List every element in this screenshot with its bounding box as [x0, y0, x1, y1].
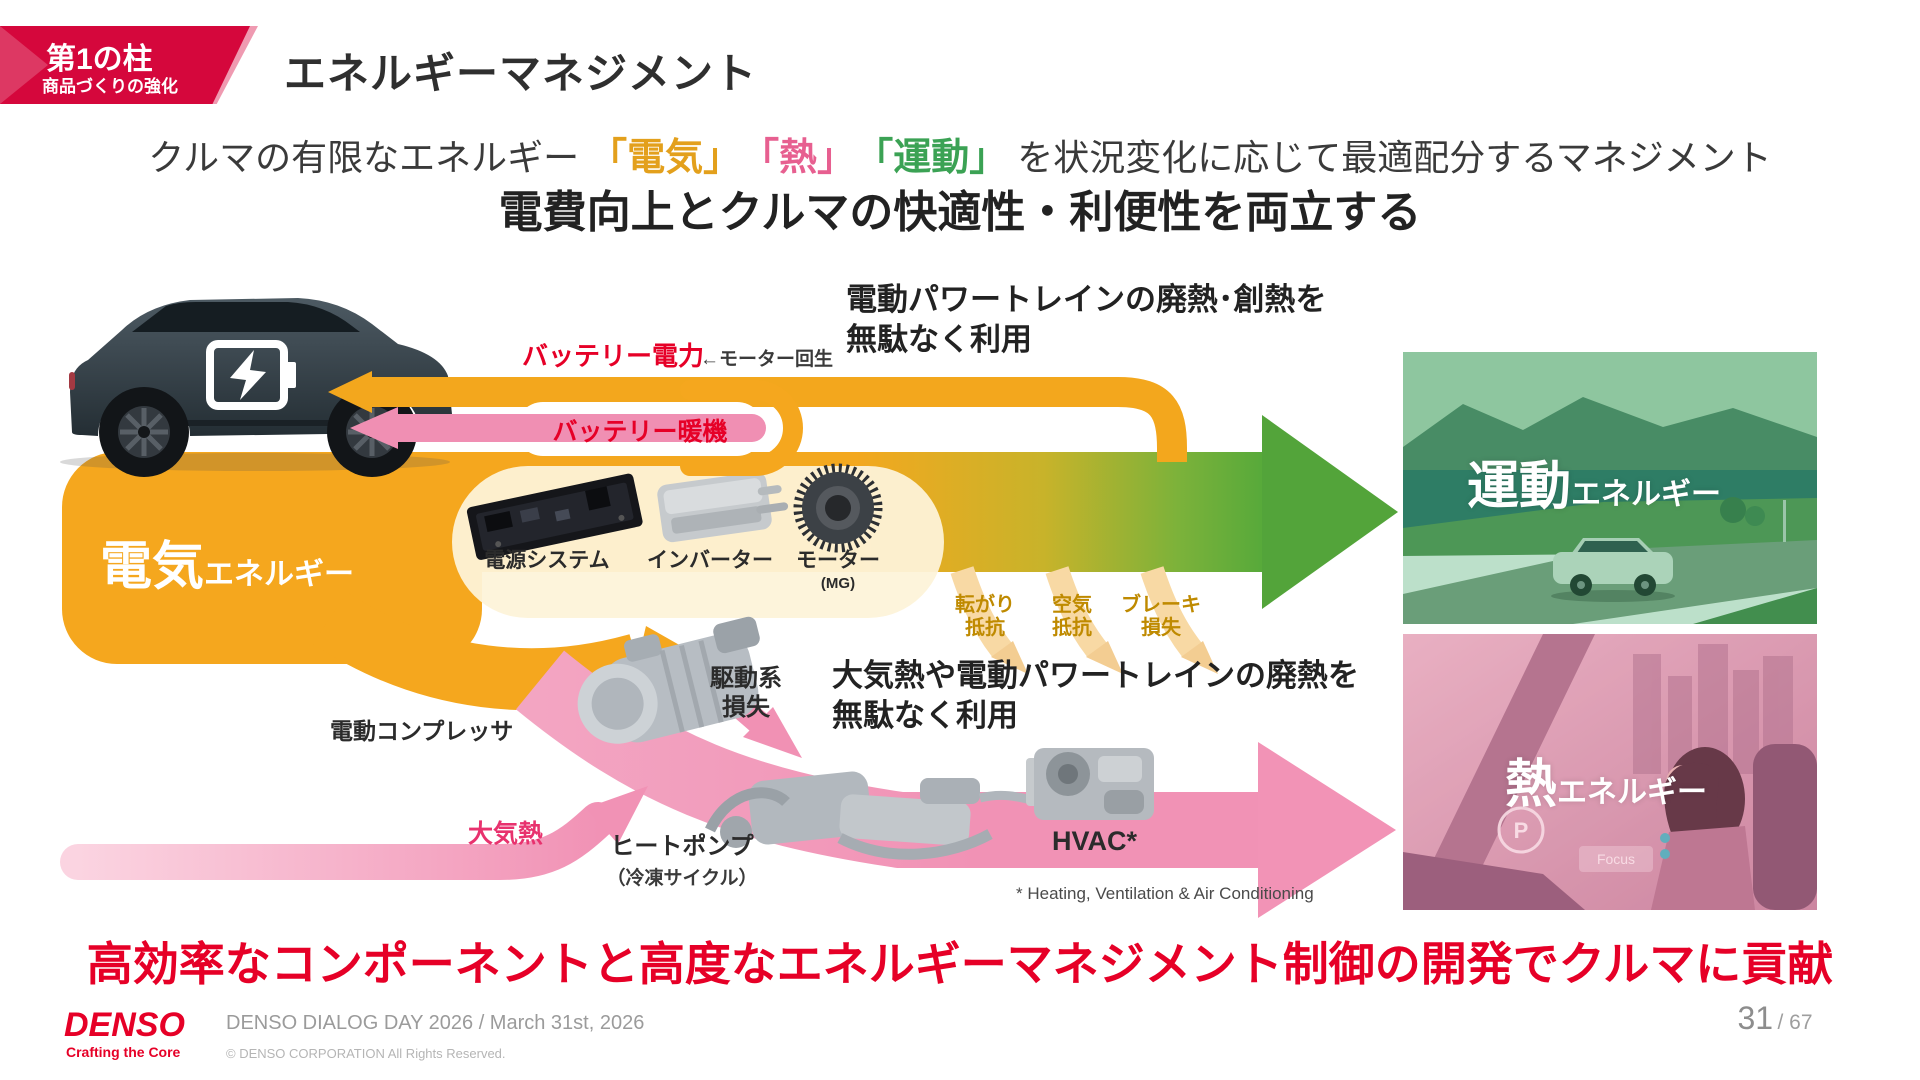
component-motor-label: モーター (MG) [748, 544, 928, 592]
footer-copyright: © DENSO CORPORATION All Rights Reserved. [226, 1046, 506, 1061]
thermal-scene: P Focus [1403, 634, 1817, 910]
page-current: 31 [1737, 1000, 1774, 1036]
loss-line: 抵抗 [1052, 617, 1092, 639]
page-number: 31 / 67 [1700, 1000, 1850, 1037]
component-power-supply-label: 電源システム [457, 544, 637, 574]
drive-loss-line2: 損失 [722, 694, 770, 721]
loss-line: ブレーキ [1121, 594, 1201, 616]
thermal-arrowhead [1258, 742, 1396, 918]
electric-energy-label: 電気エネルギー [100, 524, 354, 599]
conclusion-banner: 高効率なコンポーネントと高度なエネルギーマネジメント制御の開発でクルマに貢献 [86, 938, 1834, 990]
thermal-energy-sub: エネルギー [1557, 776, 1708, 809]
atmospheric-heat-label: 大気熱 [468, 820, 544, 848]
heat-pump-main: ヒートポンプ [610, 833, 754, 860]
battery-power-arrow [328, 371, 1187, 462]
headline: 電費向上とクルマの快適性・利便性を両立する [498, 188, 1422, 237]
intro-line: クルマの有限なエネルギー 「電気」 「熱」 「運動」 を状況変化に応じて最適配分… [0, 126, 1920, 181]
thermal-energy-main: 熱 [1505, 756, 1558, 814]
hvac-label: HVAC* [1052, 826, 1138, 856]
compressor-label: 電動コンプレッサ [330, 718, 514, 744]
badge-facet-shape [0, 26, 48, 104]
top-note-line1: 電動パワートレインの廃熱･創熱を [846, 282, 1327, 317]
kinetic-energy-sub: エネルギー [1571, 478, 1722, 511]
badge-title: 第1の柱 [46, 43, 153, 76]
page-total: / 67 [1777, 1011, 1813, 1034]
kinetic-energy-label: 運動エネルギー [1467, 444, 1721, 519]
thermal-energy-photo: P Focus 熱エネルギー [1403, 634, 1817, 910]
hvac-footnote: * Heating, Ventilation & Air Conditionin… [1016, 884, 1314, 903]
intro-term-kinetic: 「運動」 [855, 137, 1008, 179]
kinetic-scene [1403, 352, 1817, 624]
intro-post: を状況変化に応じて最適配分するマネジメント [1007, 137, 1772, 178]
component-label-text: 電源システム [484, 549, 610, 572]
kinetic-arrowhead [1262, 415, 1398, 609]
rear-wheel [99, 387, 189, 477]
component-label-text: インバーター [647, 549, 773, 572]
scene-driver [1651, 747, 1755, 910]
battery-warm-label: バッテリー暖機 [552, 418, 728, 446]
loss-line: 空気 [1052, 594, 1092, 616]
loss-arrows [950, 566, 1218, 674]
battery-icon [206, 340, 296, 410]
loss-line: 抵抗 [965, 617, 1005, 639]
battery-warm-arrow [350, 380, 803, 476]
drive-loss-line1: 駆動系 [710, 665, 782, 692]
badge-shape: 第1の柱 商品づくりの強化 [0, 26, 250, 104]
component-label-text: モーター [796, 549, 880, 572]
intro-term-heat: 「熱」 [741, 137, 856, 179]
mid-note: 大気熱や電動パワートレインの廃熱を 無駄なく利用 [832, 656, 1359, 736]
hud-focus-label: Focus [1597, 851, 1635, 867]
electric-energy-main: 電気 [100, 538, 205, 596]
heat-pump-sub: （冷凍サイクル） [606, 868, 758, 889]
top-note-line2: 無駄なく利用 [846, 322, 1032, 357]
component-inverter-label: インバーター [620, 544, 800, 574]
hud-overlay: P Focus [1497, 806, 1670, 872]
hvac-image [1026, 748, 1154, 820]
denso-logo: DENSO [64, 1006, 185, 1044]
scene-car [1551, 538, 1675, 602]
mid-note-line2: 無駄なく利用 [832, 698, 1018, 733]
kinetic-energy-main: 運動 [1467, 458, 1572, 516]
footer-event: DENSO DIALOG DAY 2026 / March 31st, 2026 [226, 1012, 645, 1034]
loss-line: 損失 [1141, 617, 1181, 639]
hud-p-icon: P [1514, 818, 1529, 843]
compressor-image [577, 616, 760, 744]
page-title: エネルギーマネジメント [284, 50, 758, 97]
loss-rolling: 転がり 抵抗 [930, 594, 1040, 640]
badge-subtitle: 商品づくりの強化 [42, 77, 178, 96]
electric-energy-sub: エネルギー [204, 558, 355, 591]
intro-pre: クルマの有限なエネルギー [148, 137, 590, 178]
heat-pump-label: ヒートポンプ （冷凍サイクル） [592, 826, 772, 890]
inverter-image [657, 471, 789, 543]
battery-power-label: バッテリー電力 [522, 341, 705, 371]
mid-note-line1: 大気熱や電動パワートレインの廃熱を [832, 658, 1359, 693]
loss-brake: ブレーキ 損失 [1106, 594, 1216, 640]
atmospheric-heat-arrow [60, 786, 648, 880]
loss-line: 転がり [955, 594, 1015, 616]
pillar-badge: 第1の柱 商品づくりの強化 [0, 26, 258, 104]
kinetic-energy-photo: 運動エネルギー [1403, 352, 1817, 624]
component-label-sub: (MG) [820, 575, 856, 592]
intro-term-electric: 「電気」 [589, 137, 742, 179]
drive-loss-label: 駆動系 損失 [680, 664, 812, 722]
power-supply-image [466, 473, 643, 560]
top-note: 電動パワートレインの廃熱･創熱を 無駄なく利用 [846, 280, 1327, 360]
loss-air: 空気 抵抗 [1017, 594, 1127, 640]
motor-image [793, 463, 883, 553]
thermal-energy-label: 熱エネルギー [1505, 742, 1707, 817]
heat-pump-image [705, 771, 1073, 860]
motor-regen-label: ←モーター回生 [700, 349, 834, 370]
denso-tagline: Crafting the Core [66, 1044, 181, 1060]
